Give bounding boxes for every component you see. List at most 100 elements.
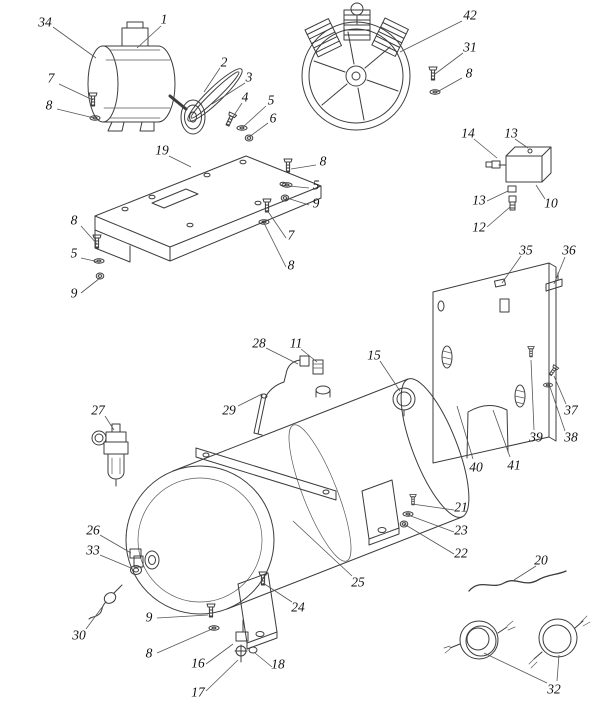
leader-8 (436, 77, 463, 93)
leader-10 (535, 184, 546, 200)
leader-20 (513, 565, 537, 581)
callout-7: 7 (288, 228, 296, 243)
leader-28 (265, 347, 299, 365)
leader-4 (230, 102, 243, 121)
leader-37 (553, 375, 567, 405)
callout-23: 23 (454, 523, 468, 538)
leader-21 (411, 503, 455, 511)
leader-8 (56, 108, 95, 119)
callout-9: 9 (146, 610, 153, 625)
air-tank (125, 378, 470, 650)
callout-24: 24 (291, 600, 305, 615)
leader-8 (290, 164, 317, 170)
leader-22 (403, 523, 455, 555)
callout-8: 8 (288, 258, 295, 273)
leader-15 (379, 360, 401, 392)
callout-18: 18 (271, 657, 285, 672)
compressor-pump (301, 2, 411, 131)
hose-coil-left (443, 620, 516, 660)
pressure-gauge (392, 387, 416, 417)
leader-23 (407, 514, 455, 533)
leader-5 (242, 105, 267, 128)
belt-guard-back-panel (432, 262, 563, 464)
callout-15: 15 (367, 348, 381, 363)
leader-24 (262, 582, 293, 603)
callout-4: 4 (242, 90, 249, 105)
callout-17: 17 (191, 685, 206, 700)
callout-16: 16 (191, 656, 205, 671)
callout-2: 2 (221, 55, 228, 70)
pulley-fasteners (223, 111, 254, 142)
leader-19 (168, 155, 192, 168)
leader-9 (156, 614, 209, 619)
callout-13: 13 (472, 193, 486, 208)
leader-8 (80, 225, 98, 245)
callout-21: 21 (454, 500, 468, 515)
callout-40: 40 (469, 460, 483, 475)
callout-26: 26 (86, 523, 100, 538)
leader-26 (99, 534, 132, 554)
leader-8 (156, 628, 213, 654)
leader-13 (514, 138, 529, 149)
mounting-rail (195, 447, 337, 501)
callout-8: 8 (146, 646, 153, 661)
callout-13: 13 (504, 126, 518, 141)
callout-1: 1 (161, 12, 168, 27)
callout-9: 9 (313, 196, 320, 211)
leader-7 (266, 209, 287, 239)
callout-5: 5 (71, 246, 78, 261)
callout-41: 41 (507, 458, 521, 473)
leader-31 (434, 52, 464, 75)
callout-37: 37 (563, 403, 579, 418)
callout-8: 8 (466, 66, 473, 81)
leader-40 (456, 405, 474, 460)
callout-28: 28 (252, 336, 266, 351)
leader-8 (263, 222, 287, 268)
outlet-elbow (129, 548, 144, 575)
callout-10: 10 (544, 196, 558, 211)
drain-valve (234, 619, 258, 663)
hose-coil-right (528, 615, 591, 669)
leader-9 (80, 277, 101, 294)
leader-42 (399, 20, 463, 53)
leader-13 (486, 190, 509, 202)
leader-32 (556, 654, 560, 682)
leader-5 (288, 185, 310, 189)
leader-17 (205, 659, 239, 692)
callout-35: 35 (518, 243, 533, 258)
callout-9: 9 (71, 286, 78, 301)
callout-19: 19 (155, 143, 169, 158)
leader-11 (300, 348, 318, 363)
leader-33 (99, 554, 132, 569)
leader-29 (237, 393, 263, 407)
callout-20: 20 (534, 553, 548, 568)
leader-2 (203, 67, 221, 93)
callout-36: 36 (561, 243, 576, 258)
callout-11: 11 (290, 336, 303, 351)
leader-14 (473, 138, 498, 159)
callout-39: 39 (528, 430, 543, 445)
callout-29: 29 (222, 403, 236, 418)
leader-6 (248, 122, 269, 138)
leader-9 (286, 197, 310, 206)
leader-35 (501, 255, 522, 284)
callout-3: 3 (245, 70, 253, 85)
pressure-switch (485, 146, 552, 211)
leader-41 (492, 409, 511, 458)
callout-14: 14 (461, 126, 475, 141)
power-cable (468, 570, 567, 592)
callout-33: 33 (85, 543, 100, 558)
callout-42: 42 (463, 8, 477, 23)
leader-39 (530, 359, 535, 431)
leader-3 (211, 82, 246, 105)
callout-8: 8 (46, 98, 53, 113)
callout-32: 32 (546, 682, 561, 697)
leader-27 (104, 415, 115, 431)
callout-38: 38 (563, 430, 578, 445)
callout-27: 27 (91, 403, 106, 418)
drive-belt (187, 68, 243, 122)
leader-1 (136, 25, 162, 49)
callout-12: 12 (472, 220, 486, 235)
